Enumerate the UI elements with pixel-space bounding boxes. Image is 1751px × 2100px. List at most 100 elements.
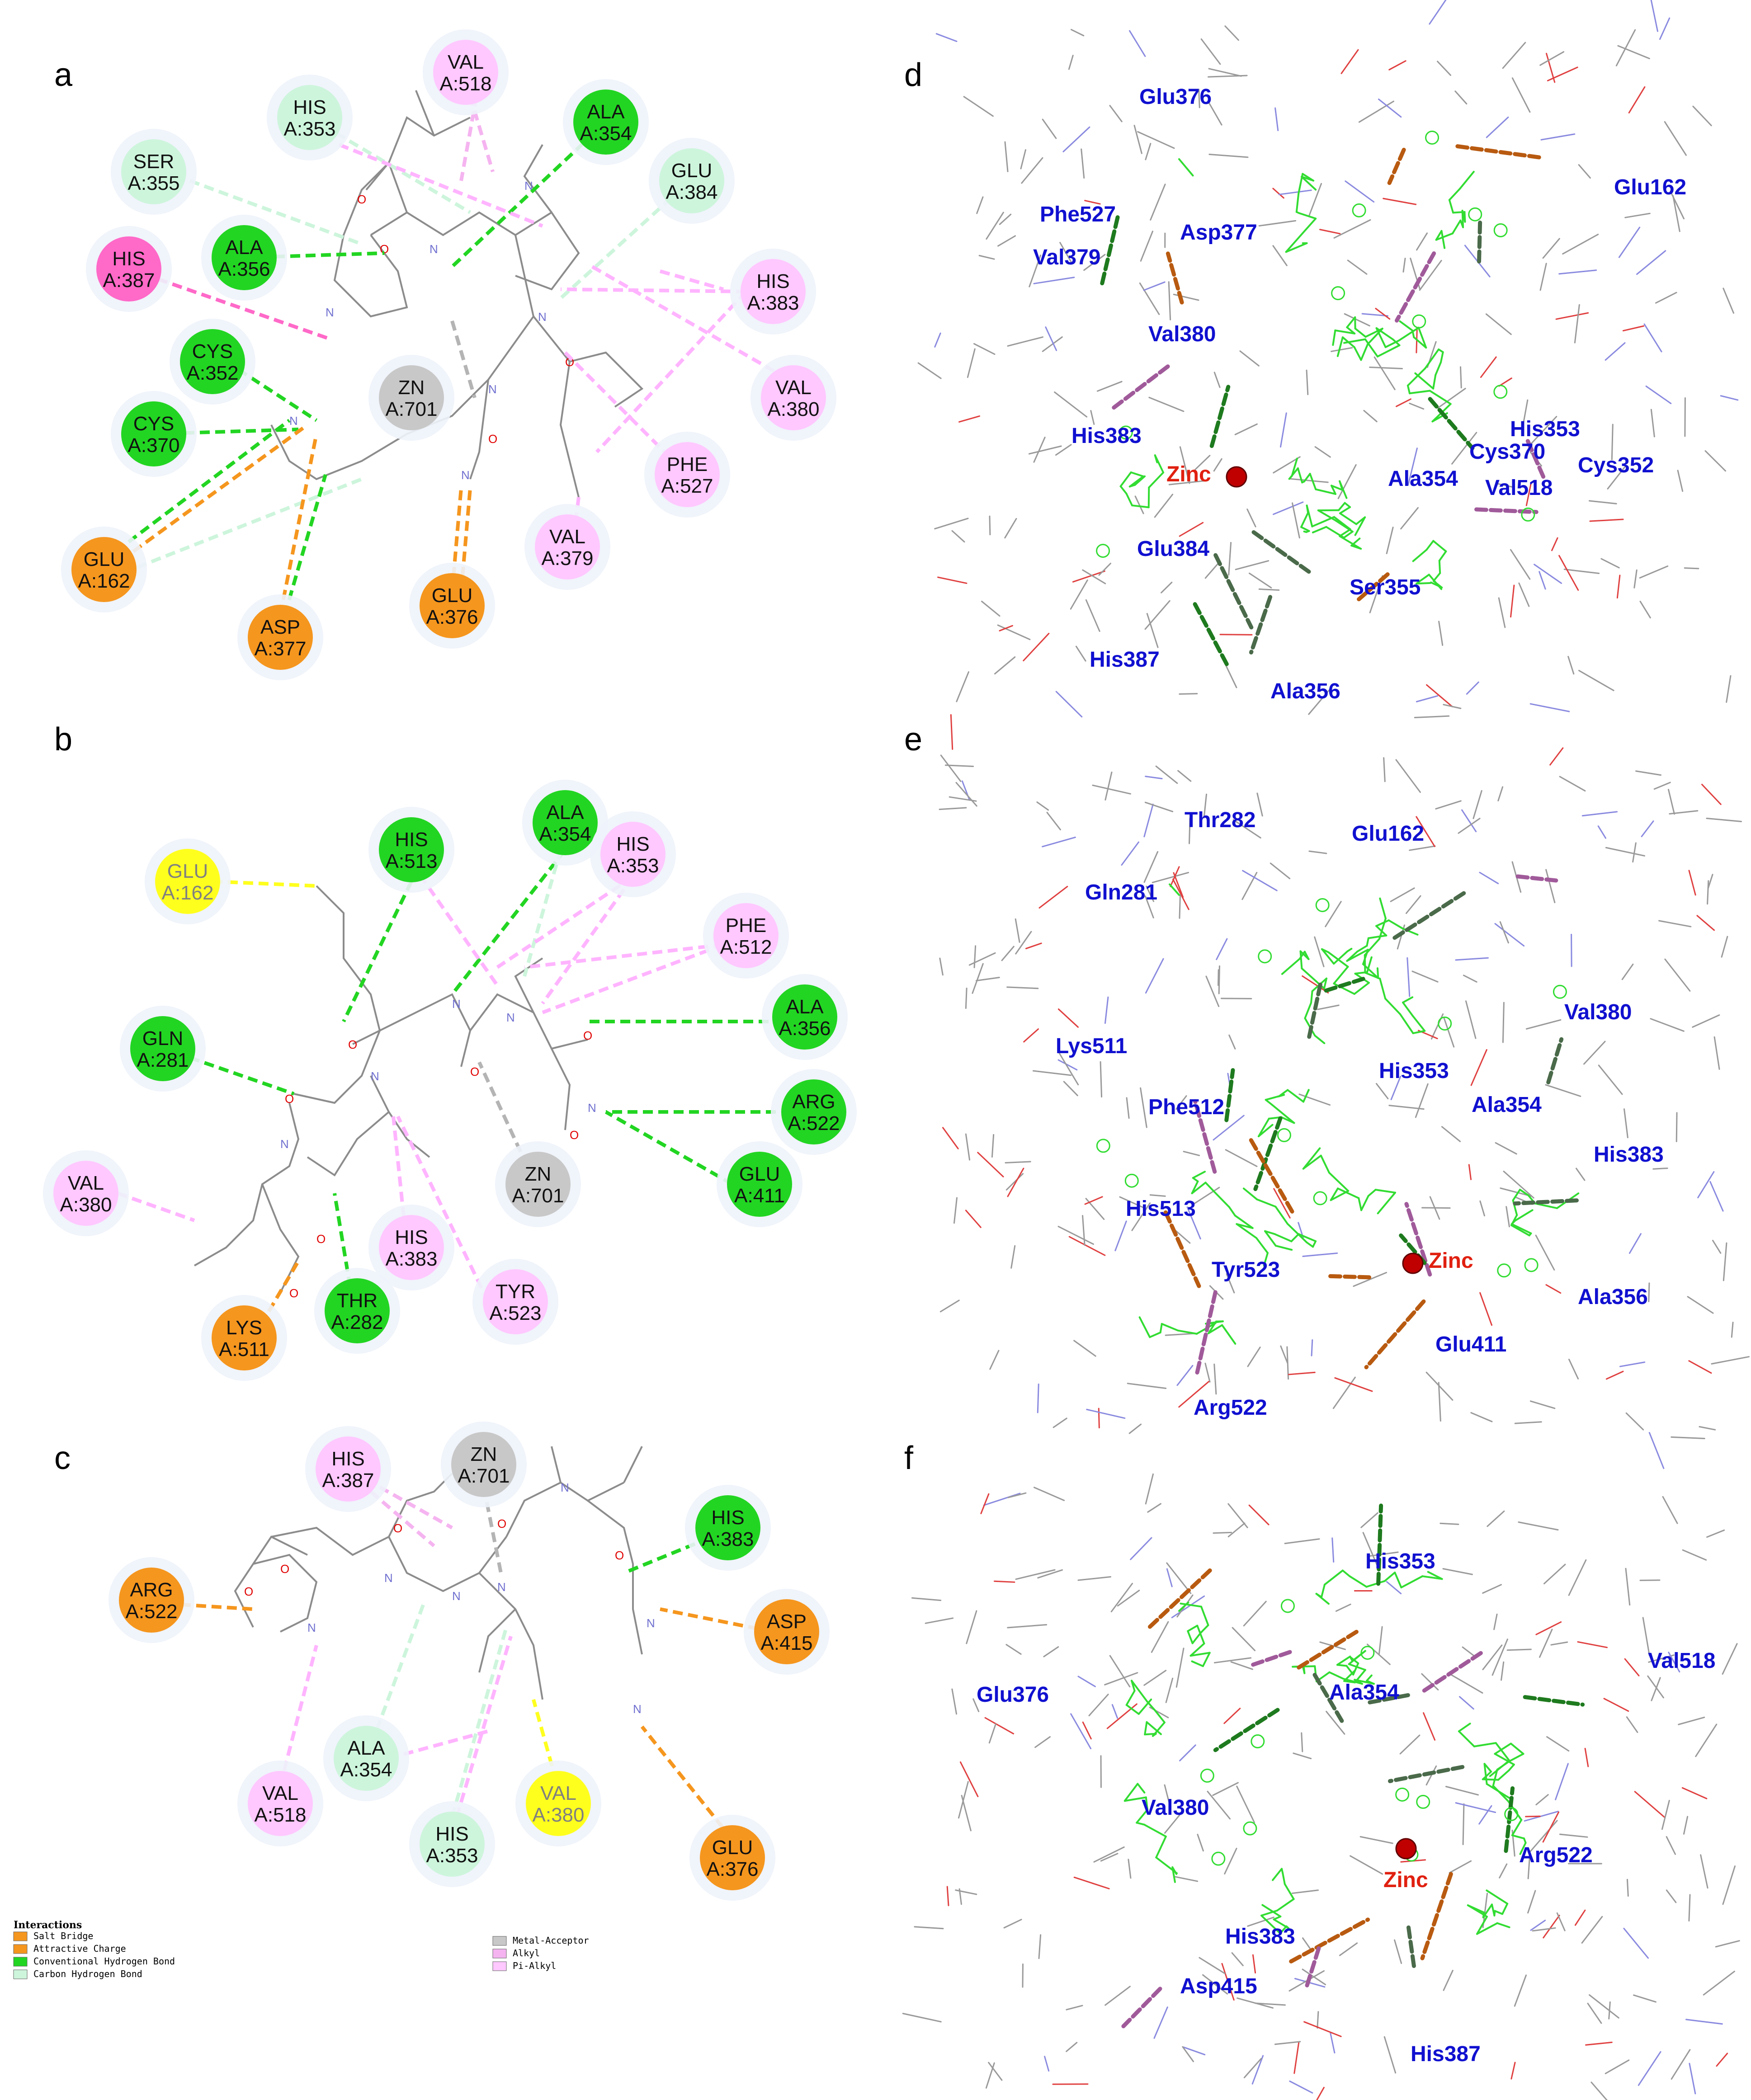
svg-text:N: N — [497, 1580, 506, 1594]
svg-text:O: O — [348, 1038, 357, 1051]
residue-label-3d: Ala354 — [1329, 1681, 1399, 1704]
svg-text:N: N — [538, 310, 547, 324]
residue-name: HIS — [293, 96, 326, 118]
residue-id: A:356 — [218, 258, 270, 280]
svg-text:N: N — [429, 242, 438, 256]
residue-label-3d: Ala354 — [1472, 1093, 1542, 1117]
legend-label: Metal-Acceptor — [513, 1935, 589, 1946]
residue-id: A:356 — [779, 1017, 831, 1040]
residue-name: LYS — [226, 1317, 262, 1339]
residue-name: ARG — [792, 1091, 835, 1113]
residue-label-3d: Glu376 — [977, 1683, 1049, 1707]
svg-text:O: O — [244, 1585, 253, 1598]
svg-text:N: N — [371, 1069, 379, 1083]
residue-id: A:281 — [137, 1049, 189, 1071]
residue-name: PHE — [667, 453, 708, 476]
residue-name: VAL — [68, 1172, 104, 1194]
legend-item: Alkyl — [492, 1948, 540, 1959]
residue-id: A:522 — [788, 1112, 840, 1135]
residue-label-3d: Val380 — [1142, 1796, 1209, 1820]
panel-e-3d-view: Thr282Glu162Gln281Val380Lys511His353Ala3… — [939, 747, 1750, 1469]
residue-name: VAL — [775, 377, 812, 399]
zinc-label: Zinc — [1166, 462, 1211, 486]
residue-id: A:354 — [340, 1759, 392, 1781]
residue-label-3d: His383 — [1225, 1925, 1295, 1949]
residue-id: A:355 — [128, 172, 180, 194]
ligand-skeleton-c — [234, 1446, 643, 1700]
residue-label-3d: Glu162 — [1352, 822, 1424, 846]
panel-label-c: c — [54, 1440, 71, 1476]
residue-name: GLU — [739, 1163, 780, 1185]
svg-text:N: N — [588, 1101, 596, 1115]
residue-name: THR — [337, 1290, 378, 1312]
residue-id: A:162 — [162, 882, 214, 904]
svg-text:O: O — [570, 1128, 579, 1142]
residue-id: A:518 — [440, 73, 492, 95]
legend-label: Pi-Alkyl — [513, 1960, 556, 1971]
residue-id: A:353 — [284, 118, 336, 140]
residue-name: CYS — [192, 340, 233, 363]
residue-label-3d: Val518 — [1485, 476, 1553, 500]
residue-id: A:282 — [331, 1311, 383, 1333]
residue-label-3d: Asp377 — [1180, 221, 1257, 245]
residue-name: VAL — [549, 526, 585, 548]
legend-item: Pi-Alkyl — [492, 1960, 556, 1971]
residue-name: ZN — [471, 1443, 497, 1465]
panel-c-2d-diagram: O O N N O N N O N O N N — [109, 1422, 830, 1901]
residue-id: A:527 — [661, 475, 713, 497]
legend-label: Carbon Hydrogen Bond — [33, 1968, 142, 1979]
svg-text:N: N — [506, 1011, 515, 1024]
legend-title: Interactions — [14, 1919, 82, 1931]
residue-label-3d: Ala356 — [1578, 1285, 1648, 1309]
residue-name: GLU — [671, 160, 712, 182]
zinc-atom-e — [1402, 1252, 1424, 1274]
svg-text:O: O — [393, 1521, 402, 1535]
svg-text:N: N — [633, 1702, 642, 1716]
residue-name: ASP — [260, 616, 300, 638]
residue-id: A:376 — [707, 1858, 759, 1880]
residue-label-3d: Arg522 — [1519, 1843, 1593, 1867]
residue-label-3d: Ala354 — [1388, 467, 1458, 491]
residue-id: A:387 — [322, 1469, 374, 1492]
svg-text:O: O — [285, 1092, 294, 1106]
residue-label-3d: His353 — [1365, 1549, 1435, 1573]
residue-label-3d: Gln281 — [1085, 880, 1157, 904]
residue-node: ZNA:701 — [441, 1422, 527, 1507]
residue-label-3d: Lys511 — [1056, 1034, 1127, 1058]
residue-label-3d: Cys370 — [1469, 440, 1545, 464]
svg-text:N: N — [488, 382, 497, 396]
zinc-label: Zinc — [1429, 1249, 1473, 1273]
svg-text:O: O — [488, 432, 497, 446]
residue-id: A:380 — [60, 1194, 112, 1216]
residue-id: A:701 — [512, 1185, 564, 1207]
residue-label-3d: Tyr523 — [1212, 1258, 1280, 1282]
residue-id: A:353 — [426, 1845, 478, 1867]
ligand-skeleton-a — [270, 90, 644, 498]
residue-label-3d: Glu411 — [1435, 1333, 1506, 1356]
panel-label-d: d — [904, 57, 922, 93]
svg-text:O: O — [583, 1029, 592, 1042]
residue-name: HIS — [435, 1823, 468, 1845]
residue-label-3d: Phe512 — [1148, 1095, 1224, 1119]
residue-label-3d: Glu384 — [1137, 537, 1209, 561]
svg-text:N: N — [384, 1571, 393, 1585]
svg-text:N: N — [461, 468, 470, 482]
residue-name: ALA — [225, 236, 263, 259]
